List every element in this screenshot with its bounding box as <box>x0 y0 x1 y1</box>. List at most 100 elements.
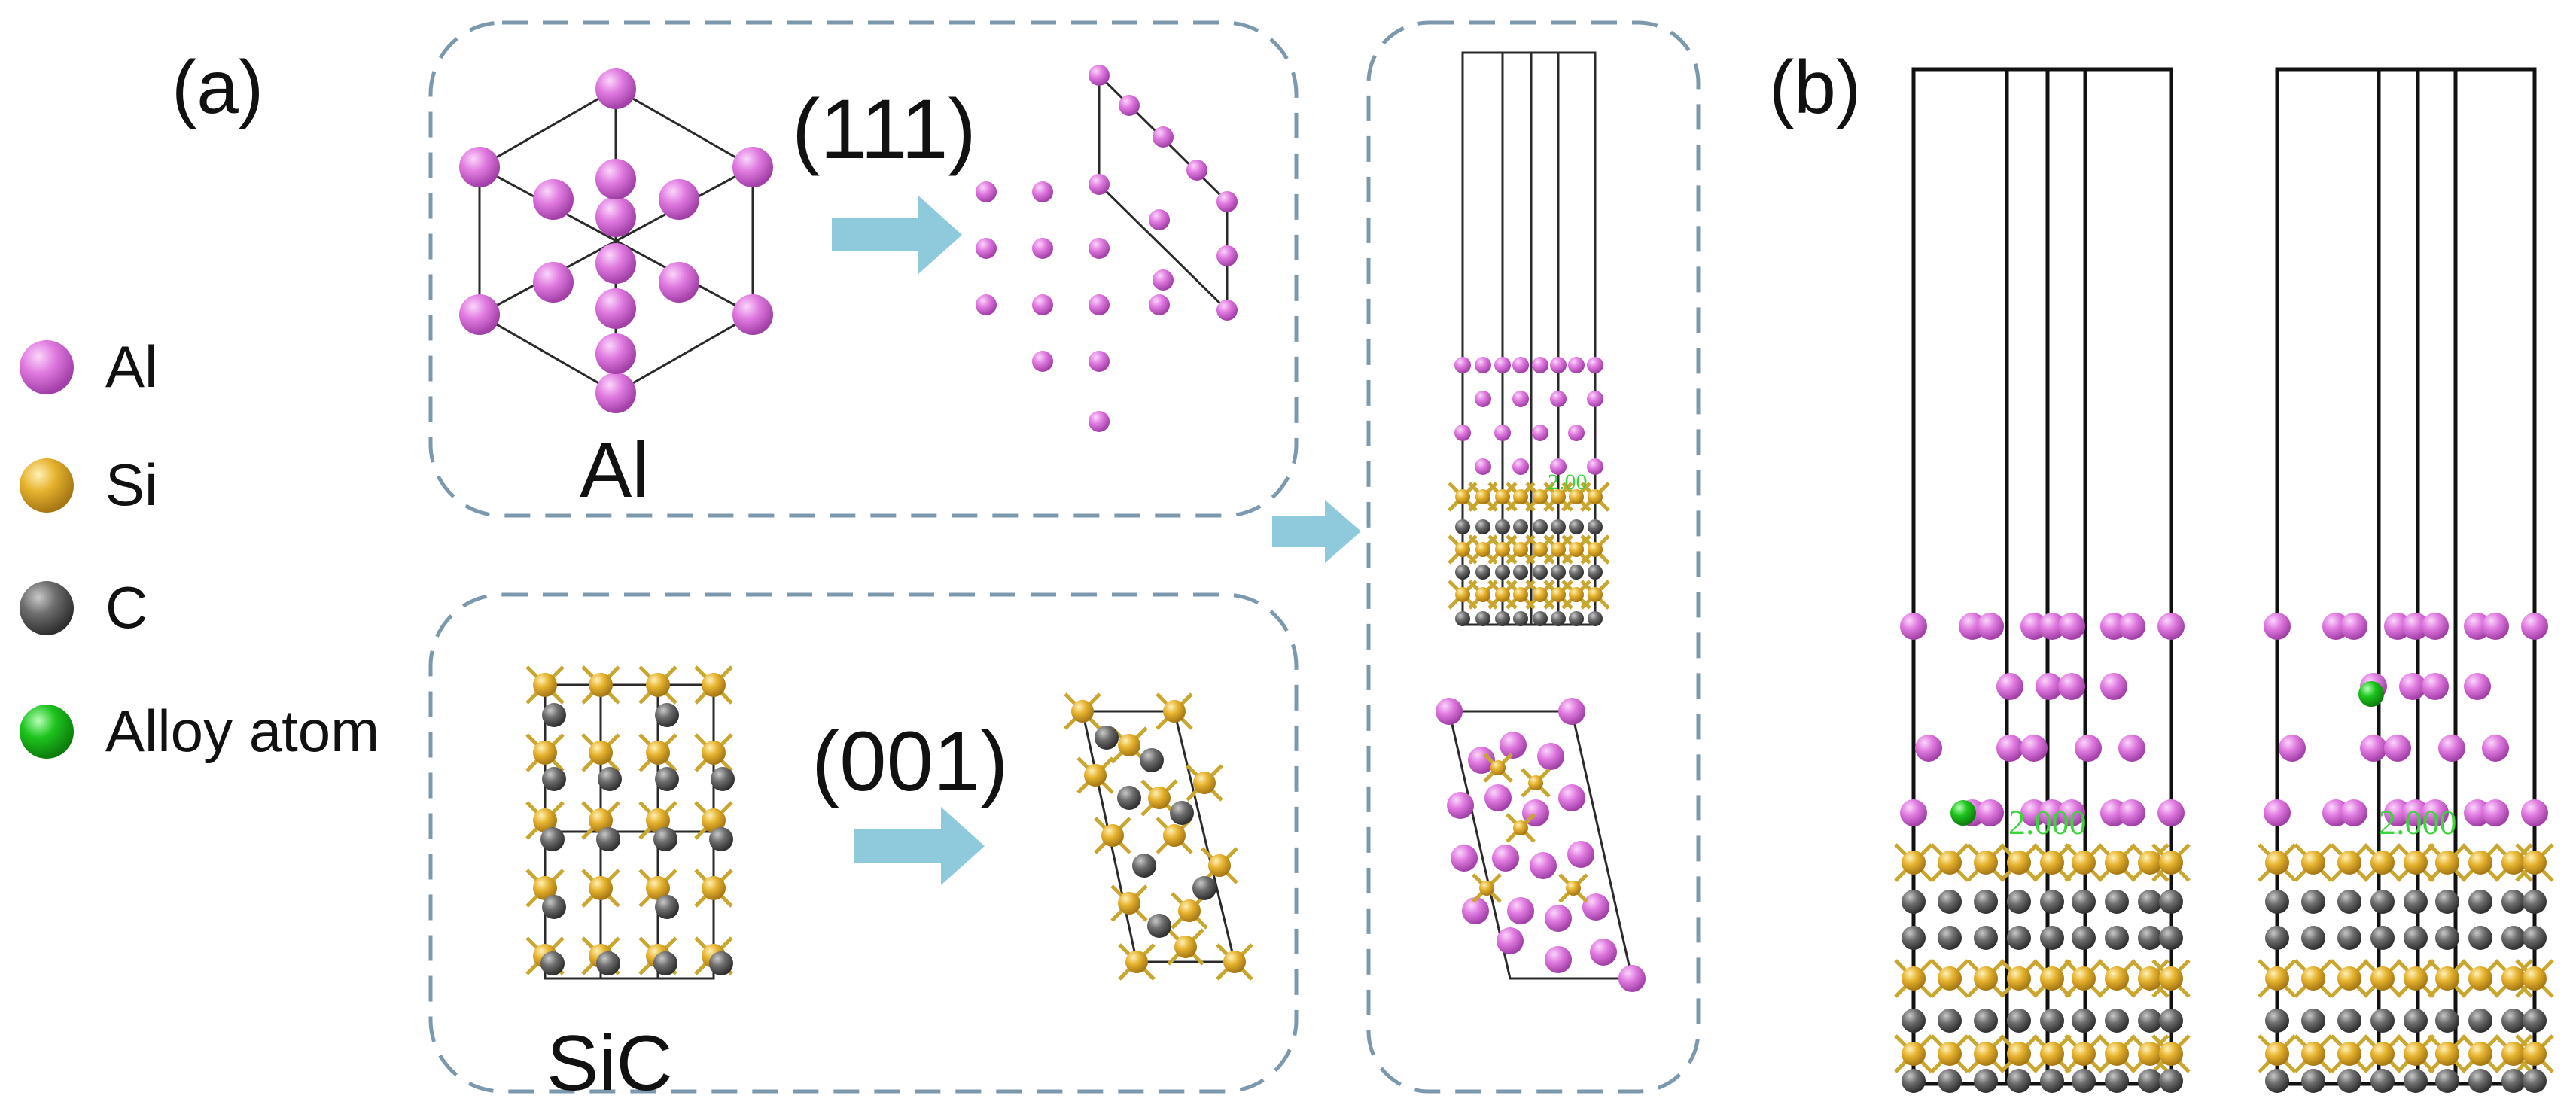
c-atom <box>2435 890 2459 914</box>
c-atom <box>709 827 733 851</box>
c-atom <box>1513 565 1528 580</box>
al-atom <box>2264 613 2291 640</box>
al-atom <box>1550 391 1567 407</box>
si-atom <box>1588 542 1603 557</box>
al-atom <box>1089 351 1110 372</box>
si-atom <box>1974 851 1998 875</box>
c-atom <box>653 951 677 975</box>
c-atom <box>2138 890 2162 914</box>
c-atom <box>2138 1009 2162 1033</box>
si-atom <box>1475 489 1490 504</box>
si-atom <box>702 876 726 900</box>
si-atom <box>2007 1042 2031 1066</box>
c-atom <box>1095 726 1119 750</box>
c-atom <box>2370 1009 2395 1033</box>
si-atom <box>2501 851 2526 875</box>
si-atom <box>2159 1042 2183 1066</box>
c-atom <box>1569 519 1584 534</box>
al-atom <box>1475 458 1491 475</box>
al-atom <box>2482 613 2509 640</box>
si-atom <box>2159 966 2183 991</box>
c-atom <box>2301 1069 2325 1093</box>
si-atom <box>2040 1042 2064 1066</box>
si-atom <box>2337 851 2361 875</box>
al-atom <box>1512 458 1529 475</box>
al-crystal <box>459 68 773 413</box>
c-atom <box>2404 1009 2428 1033</box>
c-atom <box>1147 914 1171 938</box>
al-atom <box>1512 391 1529 407</box>
c-atom <box>2138 926 2162 950</box>
sic-to-slab-arrow <box>854 807 985 885</box>
c-atom <box>2265 1009 2289 1033</box>
al-atom <box>659 262 699 303</box>
al-atom <box>1454 357 1471 373</box>
c-atom <box>1495 611 1510 626</box>
legend-swatch-al <box>20 340 74 394</box>
si-atom <box>1479 881 1494 896</box>
c-atom <box>2370 926 2395 950</box>
si-atom <box>2301 1042 2325 1066</box>
c-atom <box>1513 519 1528 534</box>
si-atom <box>1513 489 1528 504</box>
si-atom <box>2370 1042 2395 1066</box>
al-atom <box>732 294 773 335</box>
si-atom <box>1475 542 1490 557</box>
c-atom <box>1551 611 1566 626</box>
si-atom <box>702 741 726 765</box>
si-atom <box>1974 1042 1998 1066</box>
c-atom <box>1170 801 1194 825</box>
c-atom <box>2301 890 2325 914</box>
si-atom <box>2435 851 2459 875</box>
si-atom <box>1513 542 1528 557</box>
al-atom <box>595 243 636 284</box>
legend-swatch-c <box>20 581 74 635</box>
al-caption: Al <box>580 427 649 514</box>
c-atom <box>2370 890 2395 914</box>
al-atom <box>1186 160 1207 181</box>
si-atom <box>589 876 613 900</box>
c-atom <box>2072 926 2096 950</box>
c-atom <box>540 827 565 851</box>
c-atom <box>2523 1009 2547 1033</box>
c-atom <box>1132 854 1156 878</box>
c-atom <box>2040 1069 2064 1093</box>
c-atom <box>1533 611 1548 626</box>
al-atom <box>1032 238 1053 259</box>
al-atom <box>595 373 636 413</box>
al-atom <box>2036 673 2063 700</box>
al-atom <box>2360 735 2387 762</box>
al-atom <box>2100 673 2127 700</box>
si-atom <box>2105 851 2129 875</box>
c-atom <box>2523 926 2547 950</box>
c-atom <box>2159 1069 2183 1093</box>
al-atom <box>1153 126 1174 148</box>
si-atom <box>589 741 613 765</box>
c-atom <box>542 895 566 919</box>
c-atom <box>2404 890 2428 914</box>
merge-arrow <box>1272 500 1361 563</box>
sic-plane-label: (001) <box>811 714 1008 808</box>
c-atom <box>1588 565 1603 580</box>
al-atom <box>2058 799 2085 826</box>
c-atom <box>2370 1069 2395 1093</box>
si-atom <box>2072 966 2096 991</box>
al-atom <box>1568 357 1585 373</box>
si-atom <box>2301 966 2325 991</box>
al-atom <box>1587 357 1603 373</box>
si-atom <box>1533 587 1548 602</box>
si-atom <box>2523 851 2547 875</box>
si-atom <box>1174 936 1197 958</box>
al-atom <box>1032 351 1053 372</box>
c-atom <box>2040 890 2064 914</box>
si-atom <box>1974 966 1998 991</box>
al-atom <box>1618 965 1646 992</box>
c-atom <box>655 895 679 919</box>
al-atom <box>2438 735 2465 762</box>
si-atom <box>1533 489 1548 504</box>
al-atom <box>1089 411 1110 432</box>
c-atom <box>2007 890 2031 914</box>
c-atom <box>1569 611 1584 626</box>
c-atom <box>1475 611 1490 626</box>
al-atom <box>533 262 574 303</box>
